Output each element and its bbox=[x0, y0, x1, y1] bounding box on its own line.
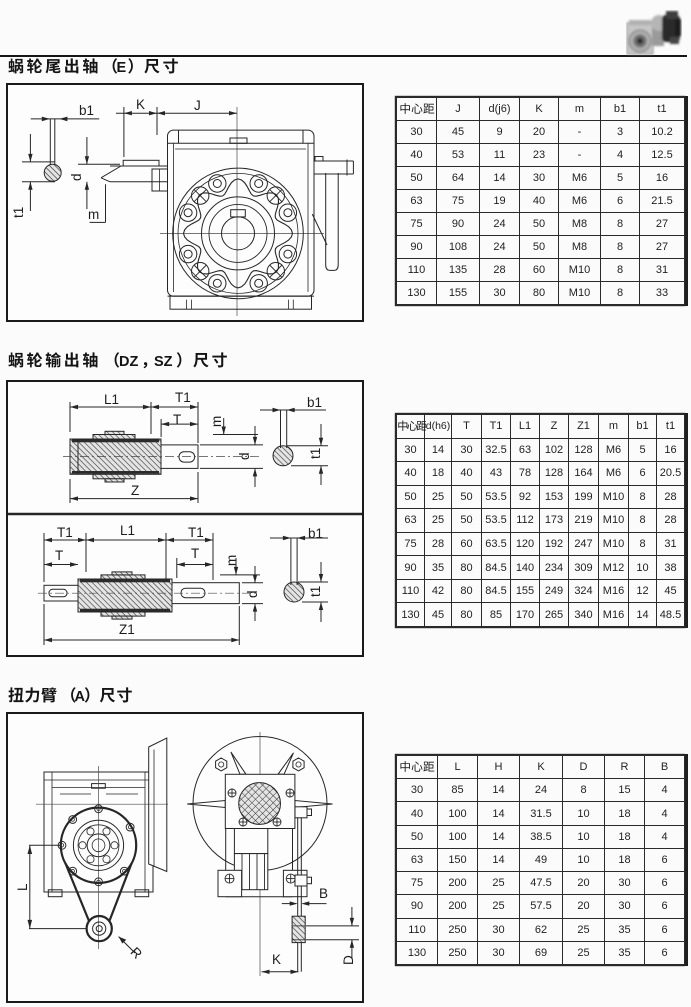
svg-text:L1: L1 bbox=[120, 523, 135, 538]
svg-text:T: T bbox=[55, 548, 63, 563]
svg-text:T1: T1 bbox=[57, 525, 73, 540]
svg-text:t1: t1 bbox=[308, 448, 323, 459]
svg-text:d: d bbox=[245, 590, 260, 598]
svg-text:A: A bbox=[75, 689, 86, 705]
svg-text:t1: t1 bbox=[11, 207, 26, 218]
svg-text:DZ: DZ bbox=[119, 354, 138, 370]
svg-text:B: B bbox=[319, 886, 328, 901]
svg-text:K: K bbox=[136, 97, 145, 112]
svg-text:L: L bbox=[15, 883, 30, 891]
svg-text:E: E bbox=[117, 60, 127, 76]
svg-text:m: m bbox=[224, 555, 239, 566]
svg-text:m: m bbox=[209, 416, 224, 427]
svg-text:SZ: SZ bbox=[154, 354, 173, 370]
svg-text:b1: b1 bbox=[308, 526, 323, 541]
svg-text:T: T bbox=[173, 412, 181, 427]
svg-text:L1: L1 bbox=[104, 392, 119, 407]
svg-text:b1: b1 bbox=[307, 395, 322, 410]
svg-text:T: T bbox=[191, 546, 199, 561]
svg-text:d: d bbox=[69, 173, 84, 181]
svg-text:K: K bbox=[272, 952, 281, 967]
svg-text:R: R bbox=[128, 944, 146, 962]
svg-text:d: d bbox=[237, 452, 252, 460]
svg-text:m: m bbox=[88, 207, 99, 222]
svg-text:T1: T1 bbox=[175, 390, 191, 405]
svg-text:Z1: Z1 bbox=[119, 622, 135, 637]
svg-text:t1: t1 bbox=[308, 586, 323, 597]
svg-text:J: J bbox=[194, 98, 201, 113]
svg-text:b1: b1 bbox=[79, 103, 94, 118]
svg-text:T1: T1 bbox=[188, 525, 204, 540]
svg-text:Z: Z bbox=[131, 483, 139, 498]
svg-text:D: D bbox=[341, 955, 356, 965]
